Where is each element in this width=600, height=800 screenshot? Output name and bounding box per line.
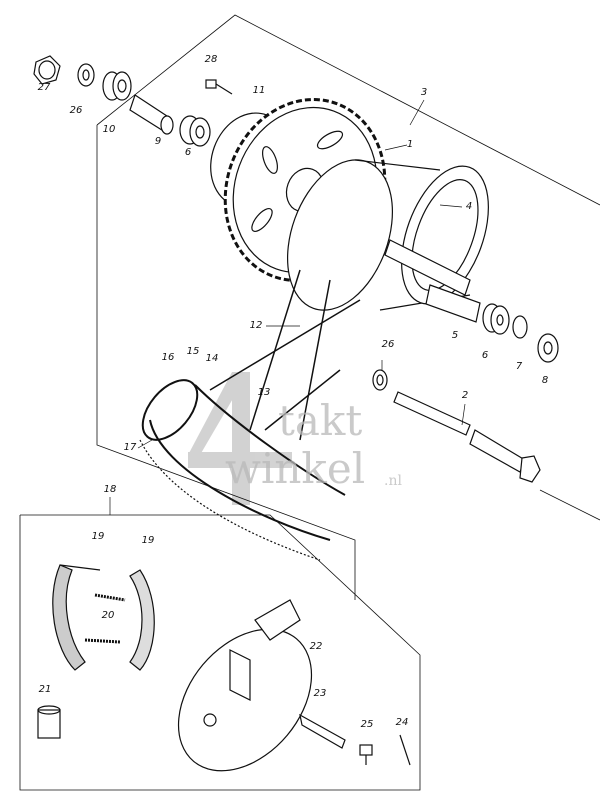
label-12: 12 bbox=[249, 320, 263, 331]
watermark-bottom: winkel bbox=[225, 444, 366, 493]
watermark-top: takt bbox=[278, 396, 363, 445]
label-2: 2 bbox=[461, 390, 469, 401]
label-26b: 26 bbox=[381, 339, 395, 350]
label-23: 23 bbox=[313, 688, 327, 699]
label-5: 5 bbox=[451, 330, 459, 341]
label-10: 10 bbox=[102, 124, 116, 135]
label-25: 25 bbox=[360, 719, 374, 730]
pin-24 bbox=[399, 734, 411, 766]
label-14: 14 bbox=[205, 353, 219, 364]
label-24: 24 bbox=[395, 717, 409, 728]
label-18: 18 bbox=[103, 484, 117, 495]
brake-plate-22 bbox=[177, 599, 313, 772]
nut-27 bbox=[33, 55, 61, 85]
label-16: 16 bbox=[161, 352, 175, 363]
label-19a: 19 bbox=[91, 531, 105, 542]
label-20: 20 bbox=[101, 610, 115, 621]
label-11: 11 bbox=[252, 85, 266, 96]
label-6b: 6 bbox=[481, 350, 489, 361]
label-28: 28 bbox=[204, 54, 218, 65]
label-8: 8 bbox=[541, 375, 549, 386]
label-21: 21 bbox=[38, 684, 52, 695]
group-18-outline bbox=[19, 514, 421, 791]
label-1: 1 bbox=[406, 139, 414, 150]
bearing-6 bbox=[179, 115, 211, 147]
label-7: 7 bbox=[515, 361, 523, 372]
tire-and-rim bbox=[139, 379, 346, 561]
washer-26b bbox=[372, 369, 388, 391]
label-3: 3 bbox=[420, 87, 428, 98]
nut-8 bbox=[537, 333, 559, 363]
label-17: 17 bbox=[123, 442, 137, 453]
spacer-9 bbox=[129, 94, 174, 135]
bushing-21 bbox=[37, 705, 61, 739]
label-27: 27 bbox=[37, 82, 51, 93]
watermark-digit-logo bbox=[188, 372, 292, 505]
bearing-10 bbox=[102, 71, 132, 101]
label-6: 6 bbox=[184, 147, 192, 158]
spring-20b bbox=[84, 638, 121, 644]
spacer-5 bbox=[425, 284, 481, 323]
bearing-6b bbox=[482, 303, 510, 335]
washer-26 bbox=[77, 63, 95, 87]
leader-lines bbox=[109, 99, 466, 515]
group-3-outline bbox=[96, 14, 600, 206]
label-13: 13 bbox=[257, 387, 271, 398]
label-9: 9 bbox=[154, 136, 162, 147]
group-3-outline-left bbox=[96, 125, 356, 600]
bolt-28 bbox=[205, 79, 233, 95]
lever-23 bbox=[299, 713, 346, 749]
watermark-tld: .nl bbox=[384, 473, 402, 489]
label-19b: 19 bbox=[141, 535, 155, 546]
axle-2 bbox=[393, 391, 541, 483]
spring-20a bbox=[94, 593, 126, 602]
hub-4 bbox=[286, 159, 489, 311]
label-26: 26 bbox=[69, 105, 83, 116]
brake-shoes-19 bbox=[52, 564, 155, 671]
label-4: 4 bbox=[465, 201, 473, 212]
label-22: 22 bbox=[309, 641, 323, 652]
bolt-25 bbox=[359, 744, 373, 765]
group-3-outline-right bbox=[539, 489, 600, 521]
label-15: 15 bbox=[186, 346, 200, 357]
spacer-7 bbox=[512, 315, 528, 339]
spokes-12 bbox=[209, 269, 361, 441]
